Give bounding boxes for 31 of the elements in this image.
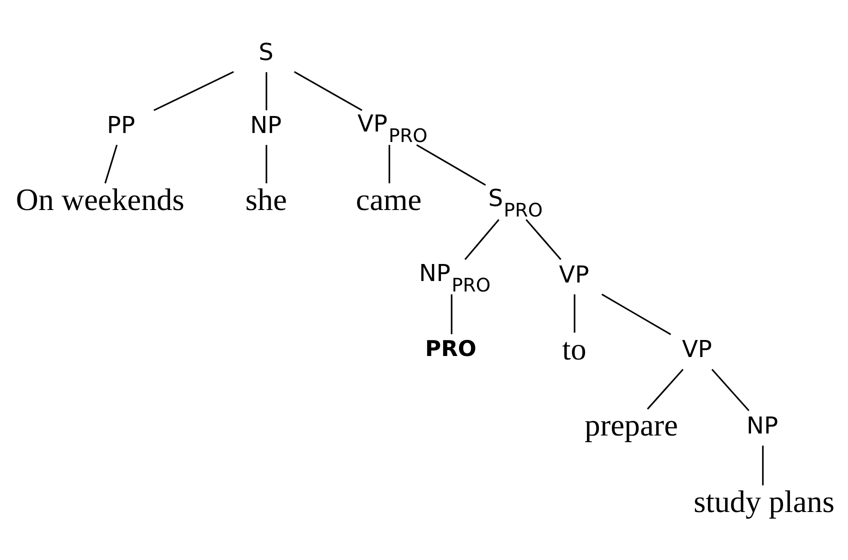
node-text: S$_{PRO}$ [488, 184, 543, 222]
node-text: prepare [584, 408, 678, 443]
connector [711, 368, 750, 412]
connector [574, 294, 576, 333]
node-text: VP [559, 260, 590, 288]
node-text: S [258, 38, 274, 66]
connector [388, 144, 390, 184]
node-text: NP$_{PRO}$ [418, 258, 491, 296]
connector [266, 144, 268, 184]
connector [762, 446, 764, 486]
connector [601, 294, 672, 336]
node-text: PP [106, 110, 136, 139]
connector [646, 368, 684, 410]
connector [450, 294, 452, 334]
node-text: she [245, 182, 287, 217]
node-text: PRO [425, 336, 476, 362]
node-text: On weekends [16, 182, 184, 217]
connector [154, 71, 234, 112]
connector [104, 144, 118, 184]
connector [266, 72, 268, 110]
node-text: to [562, 331, 586, 366]
node-text: study plans [694, 484, 834, 519]
node-text: VP$_{PRO}$ [357, 109, 428, 147]
node-text: VP [682, 335, 712, 364]
connector [526, 219, 562, 260]
connector [464, 219, 500, 260]
connector [294, 71, 362, 112]
node-text: NP [250, 110, 282, 139]
node-text: came [356, 182, 422, 217]
node-text: NP [746, 411, 778, 440]
connector [416, 144, 486, 186]
